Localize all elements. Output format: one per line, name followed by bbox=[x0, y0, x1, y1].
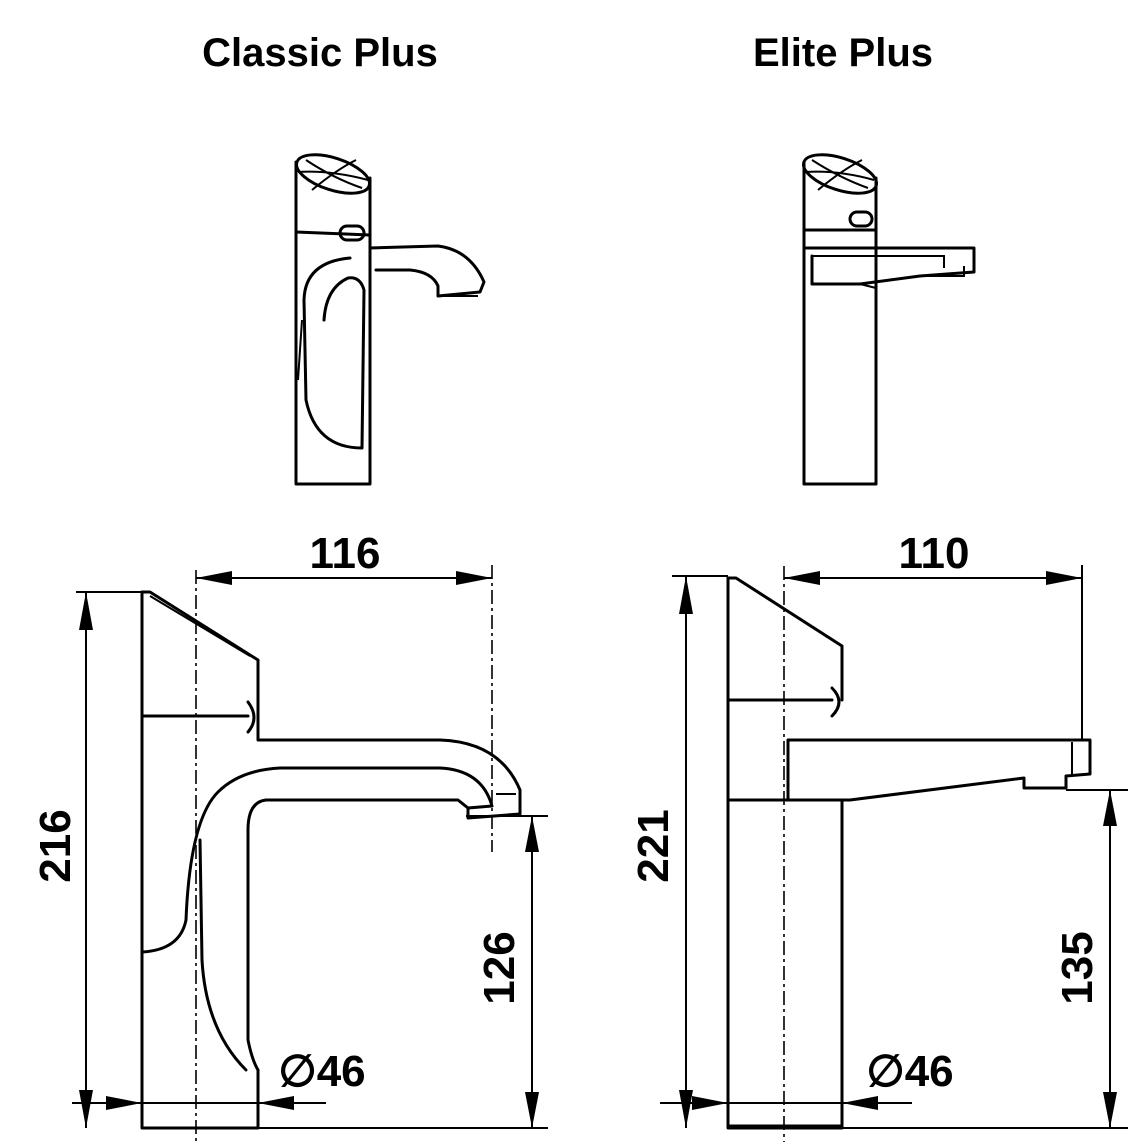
elite-plus-elevation-view bbox=[660, 565, 1128, 1142]
classic-plus-diameter-label: ∅46 bbox=[278, 1047, 365, 1096]
elite-plus-reach-label: 110 bbox=[899, 529, 970, 578]
elite-plus-clearance-label: 135 bbox=[1053, 931, 1102, 1004]
classic-plus-title: Classic Plus bbox=[202, 31, 438, 75]
elite-plus-title: Elite Plus bbox=[753, 31, 933, 75]
classic-plus-elevation-view bbox=[72, 565, 548, 1142]
classic-plus-clearance-label: 126 bbox=[475, 931, 524, 1004]
elite-plus-perspective-view bbox=[802, 153, 976, 486]
elite-plus-height-label: 221 bbox=[629, 809, 678, 882]
classic-plus-reach-label: 116 bbox=[310, 529, 381, 578]
classic-plus-perspective-view bbox=[294, 153, 486, 486]
elite-plus-diameter-label: ∅46 bbox=[866, 1047, 953, 1096]
classic-plus-height-label: 216 bbox=[31, 809, 80, 882]
